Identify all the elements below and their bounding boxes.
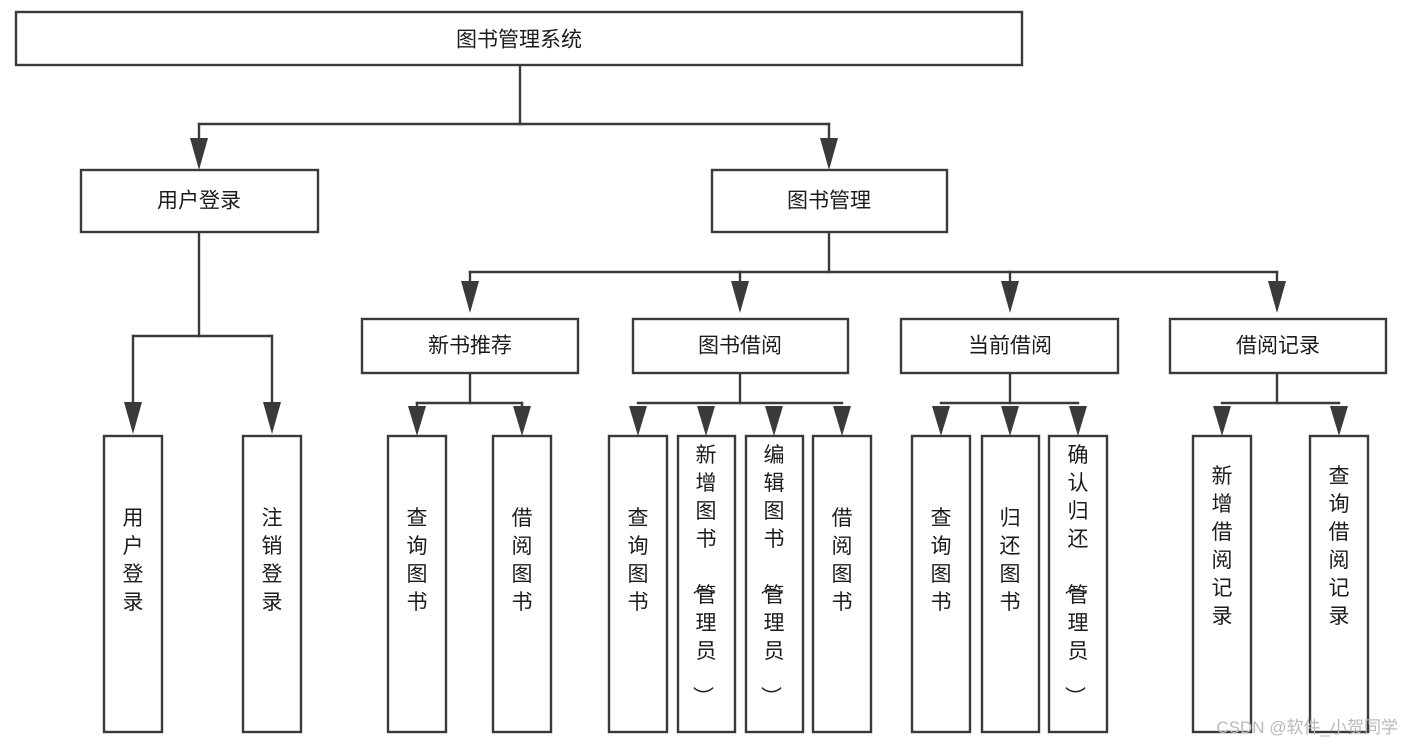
leaf-node[interactable]: 借阅图书 xyxy=(491,434,553,734)
leaf-current-borrow-1-box[interactable] xyxy=(980,434,1041,734)
arrow-head-user-login xyxy=(190,138,208,170)
leaf-book-borrow-2-label: 编辑图书（管理员） xyxy=(759,444,785,707)
leaf-node[interactable]: 查询图书 xyxy=(607,434,669,734)
leaf-current-borrow-2-box[interactable] xyxy=(1047,434,1109,734)
node-current-borrow[interactable]: 当前借阅 xyxy=(899,317,1120,375)
leaf-current-borrow-1-label: 归还图书 xyxy=(1000,507,1021,614)
leaf-new-book-rec-1-box[interactable] xyxy=(491,434,553,734)
leaf-book-borrow-1-box[interactable] xyxy=(676,434,737,734)
node-book-borrow-label: 图书借阅 xyxy=(698,335,782,358)
leaf-current-borrow-2-label: 确认归还（管理员） xyxy=(1063,444,1089,707)
leaf-book-borrow-3-box[interactable] xyxy=(811,434,873,734)
leaf-book-borrow-0-box[interactable] xyxy=(607,434,669,734)
leaf-borrow-record-0-box[interactable] xyxy=(1191,434,1253,734)
arrow-head-leaf-cb-0 xyxy=(932,406,950,436)
leaf-node[interactable]: 借阅图书 xyxy=(811,434,873,734)
arrow-head-leaf-bb-2 xyxy=(765,406,783,436)
leaf-new-book-rec-0-label: 查询图书 xyxy=(407,507,428,614)
node-book-manage-box[interactable] xyxy=(710,168,949,234)
leaf-book-borrow-0-label: 查询图书 xyxy=(628,507,649,614)
arrow-head-leaf-user-login-1 xyxy=(263,402,281,434)
leaf-node[interactable]: 用户登录 xyxy=(102,434,164,734)
leaf-user-login-0-box[interactable] xyxy=(102,434,164,734)
connector-group-book-borrow xyxy=(629,371,851,436)
leaf-user-login-1-box[interactable] xyxy=(241,434,303,734)
connector-group-book-manage xyxy=(461,230,1286,313)
node-book-borrow-box[interactable] xyxy=(631,317,850,375)
arrow-head-borrow-record xyxy=(1268,281,1286,313)
leaf-node[interactable]: 确认归还（管理员） xyxy=(1047,434,1109,734)
leaf-node[interactable]: 查询图书 xyxy=(910,434,972,734)
arrow-head-leaf-cb-1 xyxy=(1001,406,1019,436)
arrow-head-current-borrow xyxy=(1001,281,1019,313)
leaf-node[interactable]: 新增图书（管理员） xyxy=(676,434,737,734)
leaf-borrow-record-1-label: 查询借阅记录 xyxy=(1329,465,1350,628)
leaf-new-book-rec-1-label: 借阅图书 xyxy=(512,507,533,614)
node-root-label: 图书管理系统 xyxy=(456,29,582,52)
arrow-head-leaf-br-1 xyxy=(1330,406,1348,436)
leaf-node[interactable]: 新增借阅记录 xyxy=(1191,434,1253,734)
node-current-borrow-box[interactable] xyxy=(899,317,1120,375)
arrow-head-leaf-cb-2 xyxy=(1069,406,1087,436)
arrow-head-leaf-br-0 xyxy=(1213,406,1231,436)
connector-group-new-book-rec xyxy=(408,371,531,436)
connector-group-root xyxy=(190,63,838,170)
connector-group-current-borrow xyxy=(932,371,1087,436)
node-book-manage[interactable]: 图书管理 xyxy=(710,168,949,234)
node-root-box[interactable] xyxy=(14,10,1024,67)
node-borrow-record-label: 借阅记录 xyxy=(1236,335,1320,358)
node-user-login-box[interactable] xyxy=(79,168,320,234)
leaf-current-borrow-0-label: 查询图书 xyxy=(931,507,952,614)
node-user-login[interactable]: 用户登录 xyxy=(79,168,320,234)
leaf-book-borrow-1-label: 新增图书（管理员） xyxy=(691,444,717,707)
leaf-user-login-1-label: 注销登录 xyxy=(262,507,283,614)
node-root[interactable]: 图书管理系统 xyxy=(14,10,1024,67)
arrow-head-leaf-user-login-0 xyxy=(124,402,142,434)
node-user-login-label: 用户登录 xyxy=(157,190,241,213)
leaf-new-book-rec-0-box[interactable] xyxy=(386,434,448,734)
node-borrow-record-box[interactable] xyxy=(1168,317,1388,375)
leaf-user-login-0-label: 用户登录 xyxy=(123,507,144,614)
arrow-head-leaf-nbr-1 xyxy=(513,406,531,436)
leaf-node[interactable]: 编辑图书（管理员） xyxy=(744,434,805,734)
node-current-borrow-label: 当前借阅 xyxy=(968,335,1052,358)
arrow-head-leaf-bb-1 xyxy=(697,406,715,436)
leaf-node[interactable]: 查询图书 xyxy=(386,434,448,734)
leaf-node[interactable]: 归还图书 xyxy=(980,434,1041,734)
arrow-head-book-borrow xyxy=(731,281,749,313)
node-book-borrow[interactable]: 图书借阅 xyxy=(631,317,850,375)
node-new-book-rec[interactable]: 新书推荐 xyxy=(360,317,580,375)
leaf-node[interactable]: 注销登录 xyxy=(241,434,303,734)
leaf-book-borrow-2-box[interactable] xyxy=(744,434,805,734)
arrow-head-new-book-rec xyxy=(461,281,479,313)
leaf-borrow-record-0-label: 新增借阅记录 xyxy=(1212,465,1233,628)
connector-group-user-login xyxy=(124,230,281,434)
connector-group-borrow-record xyxy=(1213,371,1348,436)
arrow-head-leaf-bb-0 xyxy=(629,406,647,436)
arrow-head-leaf-bb-3 xyxy=(833,406,851,436)
node-new-book-rec-label: 新书推荐 xyxy=(428,335,512,358)
leaf-current-borrow-0-box[interactable] xyxy=(910,434,972,734)
arrow-head-leaf-nbr-0 xyxy=(408,406,426,436)
leaf-node[interactable]: 查询借阅记录 xyxy=(1308,434,1370,734)
leaf-borrow-record-1-box[interactable] xyxy=(1308,434,1370,734)
leaf-book-borrow-3-label: 借阅图书 xyxy=(832,507,853,614)
node-book-manage-label: 图书管理 xyxy=(787,190,871,213)
node-borrow-record[interactable]: 借阅记录 xyxy=(1168,317,1388,375)
node-new-book-rec-box[interactable] xyxy=(360,317,580,375)
arrow-head-book-manage xyxy=(820,138,838,170)
watermark-label: CSDN @软件_小贺同学 xyxy=(1216,718,1398,737)
